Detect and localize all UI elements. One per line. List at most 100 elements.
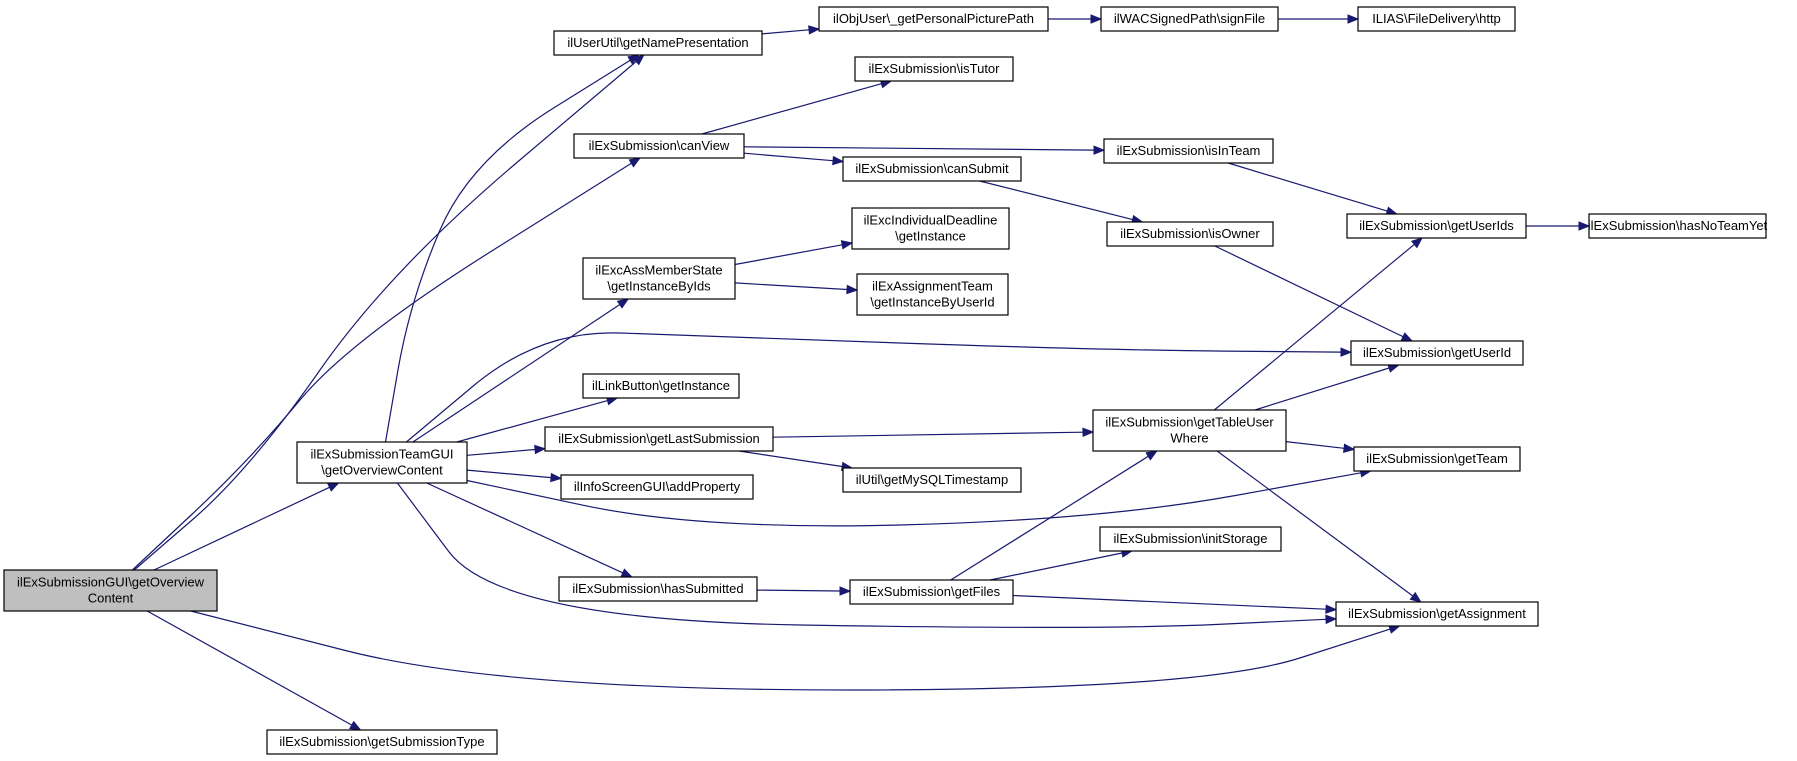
- edge-line: [1216, 450, 1414, 597]
- edge-arrowhead: [616, 298, 630, 309]
- edge-arrowhead: [1145, 450, 1158, 461]
- node-label: ilExSubmission\initStorage: [1114, 531, 1268, 546]
- edge-line: [406, 332, 1342, 443]
- node-canView[interactable]: ilExSubmission\canView: [573, 133, 745, 159]
- node-box: [582, 373, 740, 399]
- edge-getPersonalPicturePath-to-signFile: [1048, 14, 1103, 24]
- node-teamgui[interactable]: ilExSubmissionTeamGUI\getOverviewContent: [296, 441, 468, 484]
- node-label: Content: [88, 591, 134, 606]
- edge-arrowhead: [1325, 604, 1338, 614]
- edge-teamgui-to-getAssignment: [396, 482, 1338, 628]
- node-label: ilExcAssMemberState: [595, 263, 722, 278]
- edge-arrowhead: [808, 25, 821, 35]
- node-isTutor[interactable]: ilExSubmission\isTutor: [854, 56, 1014, 82]
- node-getAssignment[interactable]: ilExSubmission\getAssignment: [1335, 601, 1539, 627]
- edge-line: [734, 282, 848, 291]
- node-label: \getOverviewContent: [321, 463, 443, 478]
- node-addProperty[interactable]: ilInfoScreenGUI\addProperty: [560, 474, 754, 500]
- edge-line: [466, 469, 552, 479]
- node-linkButton[interactable]: ilLinkButton\getInstance: [582, 373, 740, 399]
- node-getSubmissionType[interactable]: ilExSubmission\getSubmissionType: [266, 729, 498, 755]
- nodes-layer: ilExSubmissionGUI\getOverviewContentilEx…: [3, 6, 1768, 755]
- edge-line: [979, 180, 1133, 221]
- node-assignmentTeam[interactable]: ilExAssignmentTeam\getInstanceByUserId: [856, 273, 1009, 316]
- edge-arrowhead: [327, 482, 340, 492]
- node-fileDelivery[interactable]: ILIAS\FileDelivery\http: [1357, 6, 1516, 32]
- node-label: Where: [1170, 431, 1208, 446]
- node-getMySQLTimestamp[interactable]: ilUtil\getMySQLTimestamp: [842, 467, 1022, 493]
- edge-arrowhead: [1409, 591, 1422, 603]
- edge-line: [1213, 243, 1415, 411]
- node-hasSubmitted[interactable]: ilExSubmission\hasSubmitted: [558, 576, 758, 602]
- node-label: ILIAS\FileDelivery\http: [1372, 11, 1501, 26]
- node-label: ilExSubmission\getTableUser: [1105, 415, 1274, 430]
- edge-line: [989, 552, 1123, 581]
- node-label: ilExSubmission\hasSubmitted: [572, 581, 743, 596]
- node-label: ilExSubmission\isInTeam: [1117, 143, 1261, 158]
- edge-isOwner-to-getUserId: [1214, 245, 1414, 342]
- node-label: ilExSubmission\isOwner: [1120, 226, 1260, 241]
- node-getTeam[interactable]: ilExSubmission\getTeam: [1353, 446, 1521, 472]
- node-box: [1100, 6, 1279, 32]
- edge-getTableUserWhere-to-getAssignment: [1216, 450, 1422, 603]
- node-box: [573, 133, 745, 159]
- node-box: [1588, 213, 1767, 239]
- node-box: [1335, 601, 1539, 627]
- edge-arrowhead: [832, 155, 845, 166]
- node-label: ilObjUser\_getPersonalPicturePath: [833, 11, 1034, 26]
- node-box: [849, 579, 1014, 605]
- node-getInstanceByIds[interactable]: ilExcAssMemberState\getInstanceByIds: [582, 257, 736, 300]
- node-box: [856, 273, 1009, 316]
- edge-line: [738, 450, 843, 468]
- node-signFile[interactable]: ilWACSignedPath\signFile: [1100, 6, 1279, 32]
- node-label: ilExSubmission\getLastSubmission: [558, 431, 760, 446]
- edge-line: [396, 482, 1327, 628]
- node-getFiles[interactable]: ilExSubmission\getFiles: [849, 579, 1014, 605]
- node-label: ilExSubmissionTeamGUI: [310, 447, 453, 462]
- node-label: ilExSubmissionGUI\getOverview: [17, 575, 205, 590]
- edge-arrowhead: [620, 568, 634, 578]
- edge-arrowhead: [1093, 145, 1106, 155]
- edge-getLastSubmission-to-getTableUserWhere: [772, 427, 1095, 438]
- edge-line: [950, 455, 1149, 581]
- edge-arrowhead: [1347, 14, 1360, 24]
- edge-getInstanceByIds-to-assignmentTeam: [734, 282, 859, 295]
- edge-arrowhead: [1578, 221, 1591, 231]
- node-root[interactable]: ilExSubmissionGUI\getOverviewContent: [3, 569, 218, 612]
- node-box: [854, 56, 1014, 82]
- node-label: \getInstance: [895, 229, 966, 244]
- edge-root-to-canView: [131, 157, 642, 571]
- edge-root-to-getNamePresentation: [133, 54, 645, 571]
- edge-getFiles-to-getAssignment: [1012, 594, 1338, 614]
- edge-line: [426, 482, 623, 574]
- node-individualDeadline[interactable]: ilExcIndividualDeadline\getInstance: [851, 207, 1010, 250]
- node-getNamePresentation[interactable]: ilUserUtil\getNamePresentation: [553, 30, 763, 56]
- node-label: ilExSubmission\getUserIds: [1359, 218, 1514, 233]
- edge-arrowhead: [627, 54, 640, 65]
- node-box: [296, 441, 468, 484]
- edge-arrowhead: [840, 240, 854, 250]
- node-initStorage[interactable]: ilExSubmission\initStorage: [1099, 526, 1282, 552]
- node-box: [842, 156, 1022, 182]
- node-box: [1346, 213, 1527, 239]
- edge-getTableUserWhere-to-getUserIds: [1213, 237, 1424, 411]
- node-getUserIds[interactable]: ilExSubmission\getUserIds: [1346, 213, 1527, 239]
- node-hasNoTeamYet[interactable]: ilExSubmission\hasNoTeamYet: [1588, 213, 1768, 239]
- node-box: [1353, 446, 1521, 472]
- node-box: [558, 576, 758, 602]
- node-getPersonalPicturePath[interactable]: ilObjUser\_getPersonalPicturePath: [818, 6, 1049, 32]
- node-isInTeam[interactable]: ilExSubmission\isInTeam: [1103, 138, 1274, 164]
- edge-arrowhead: [628, 157, 642, 168]
- node-canSubmit[interactable]: ilExSubmission\canSubmit: [842, 156, 1022, 182]
- edge-getNamePresentation-to-getPersonalPicturePath: [761, 25, 821, 35]
- edge-line: [153, 486, 330, 571]
- node-box: [3, 569, 218, 612]
- node-getLastSubmission[interactable]: ilExSubmission\getLastSubmission: [544, 426, 774, 452]
- edge-line: [1012, 594, 1327, 610]
- node-getUserId[interactable]: ilExSubmission\getUserId: [1350, 340, 1524, 366]
- node-isOwner[interactable]: ilExSubmission\isOwner: [1106, 221, 1274, 247]
- node-box: [544, 426, 774, 452]
- node-label: ilExSubmission\getSubmissionType: [279, 734, 484, 749]
- edge-getInstanceByIds-to-individualDeadline: [734, 240, 854, 266]
